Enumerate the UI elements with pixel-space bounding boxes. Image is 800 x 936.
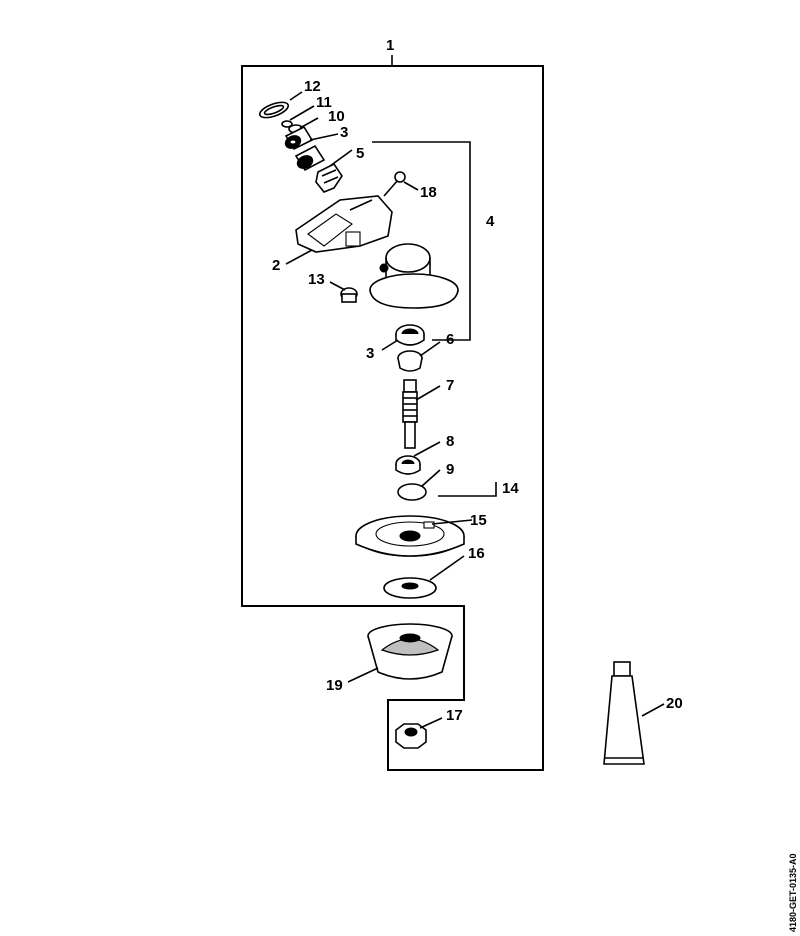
grease-tube-20 — [603, 661, 645, 765]
label-part-3-lower: 3 — [366, 345, 374, 362]
label-part-8: 8 — [446, 433, 454, 450]
group-bracket-14 — [438, 482, 497, 497]
label-part-16: 16 — [468, 545, 485, 562]
washer-16 — [383, 577, 437, 599]
label-part-6: 6 — [446, 331, 454, 348]
label-part-12: 12 — [304, 78, 321, 95]
rotating-guard-19 — [367, 623, 453, 680]
output-shaft-7 — [402, 379, 418, 449]
label-part-7: 7 — [446, 377, 454, 394]
label-part-11: 11 — [316, 94, 332, 111]
label-part-14: 14 — [502, 480, 519, 497]
ring-11 — [281, 120, 293, 128]
bevel-gear-6 — [397, 350, 423, 372]
label-part-18: 18 — [420, 184, 437, 201]
label-part-17: 17 — [446, 707, 463, 724]
circlip-9 — [397, 483, 427, 501]
bevel-pinion — [315, 162, 343, 193]
label-part-15: 15 — [470, 512, 487, 529]
screw-18 — [383, 171, 406, 197]
label-part-10: 10 — [328, 108, 345, 125]
nut-17 — [395, 723, 427, 749]
ball-bearing-3-lower — [395, 324, 425, 346]
label-part-19: 19 — [326, 677, 343, 694]
label-part-4: 4 — [486, 213, 495, 230]
part-labels: 1 12 11 10 3 5 18 4 2 13 3 6 7 8 9 14 15… — [272, 37, 683, 724]
label-part-5: 5 — [356, 145, 364, 162]
snap-ring-12 — [258, 101, 290, 119]
label-part-3-upper: 3 — [340, 124, 348, 141]
ball-bearing-3-upper — [284, 125, 314, 151]
assembly-frame — [241, 55, 544, 771]
plug-screw-13 — [340, 287, 358, 303]
ball-bearing-8 — [395, 455, 421, 475]
group-bracket-4 — [372, 141, 471, 341]
label-part-2: 2 — [272, 257, 280, 274]
drawing-code: 4180-GET-0135-A0 — [788, 853, 798, 932]
label-part-13: 13 — [308, 271, 325, 288]
label-part-20: 20 — [666, 695, 683, 712]
label-part-1: 1 — [386, 37, 394, 54]
bearing-5 — [294, 144, 326, 172]
label-part-9: 9 — [446, 461, 454, 478]
leader-lines — [285, 91, 665, 729]
thrust-plate-14 — [355, 515, 465, 557]
gear-housing-2 — [295, 195, 459, 309]
